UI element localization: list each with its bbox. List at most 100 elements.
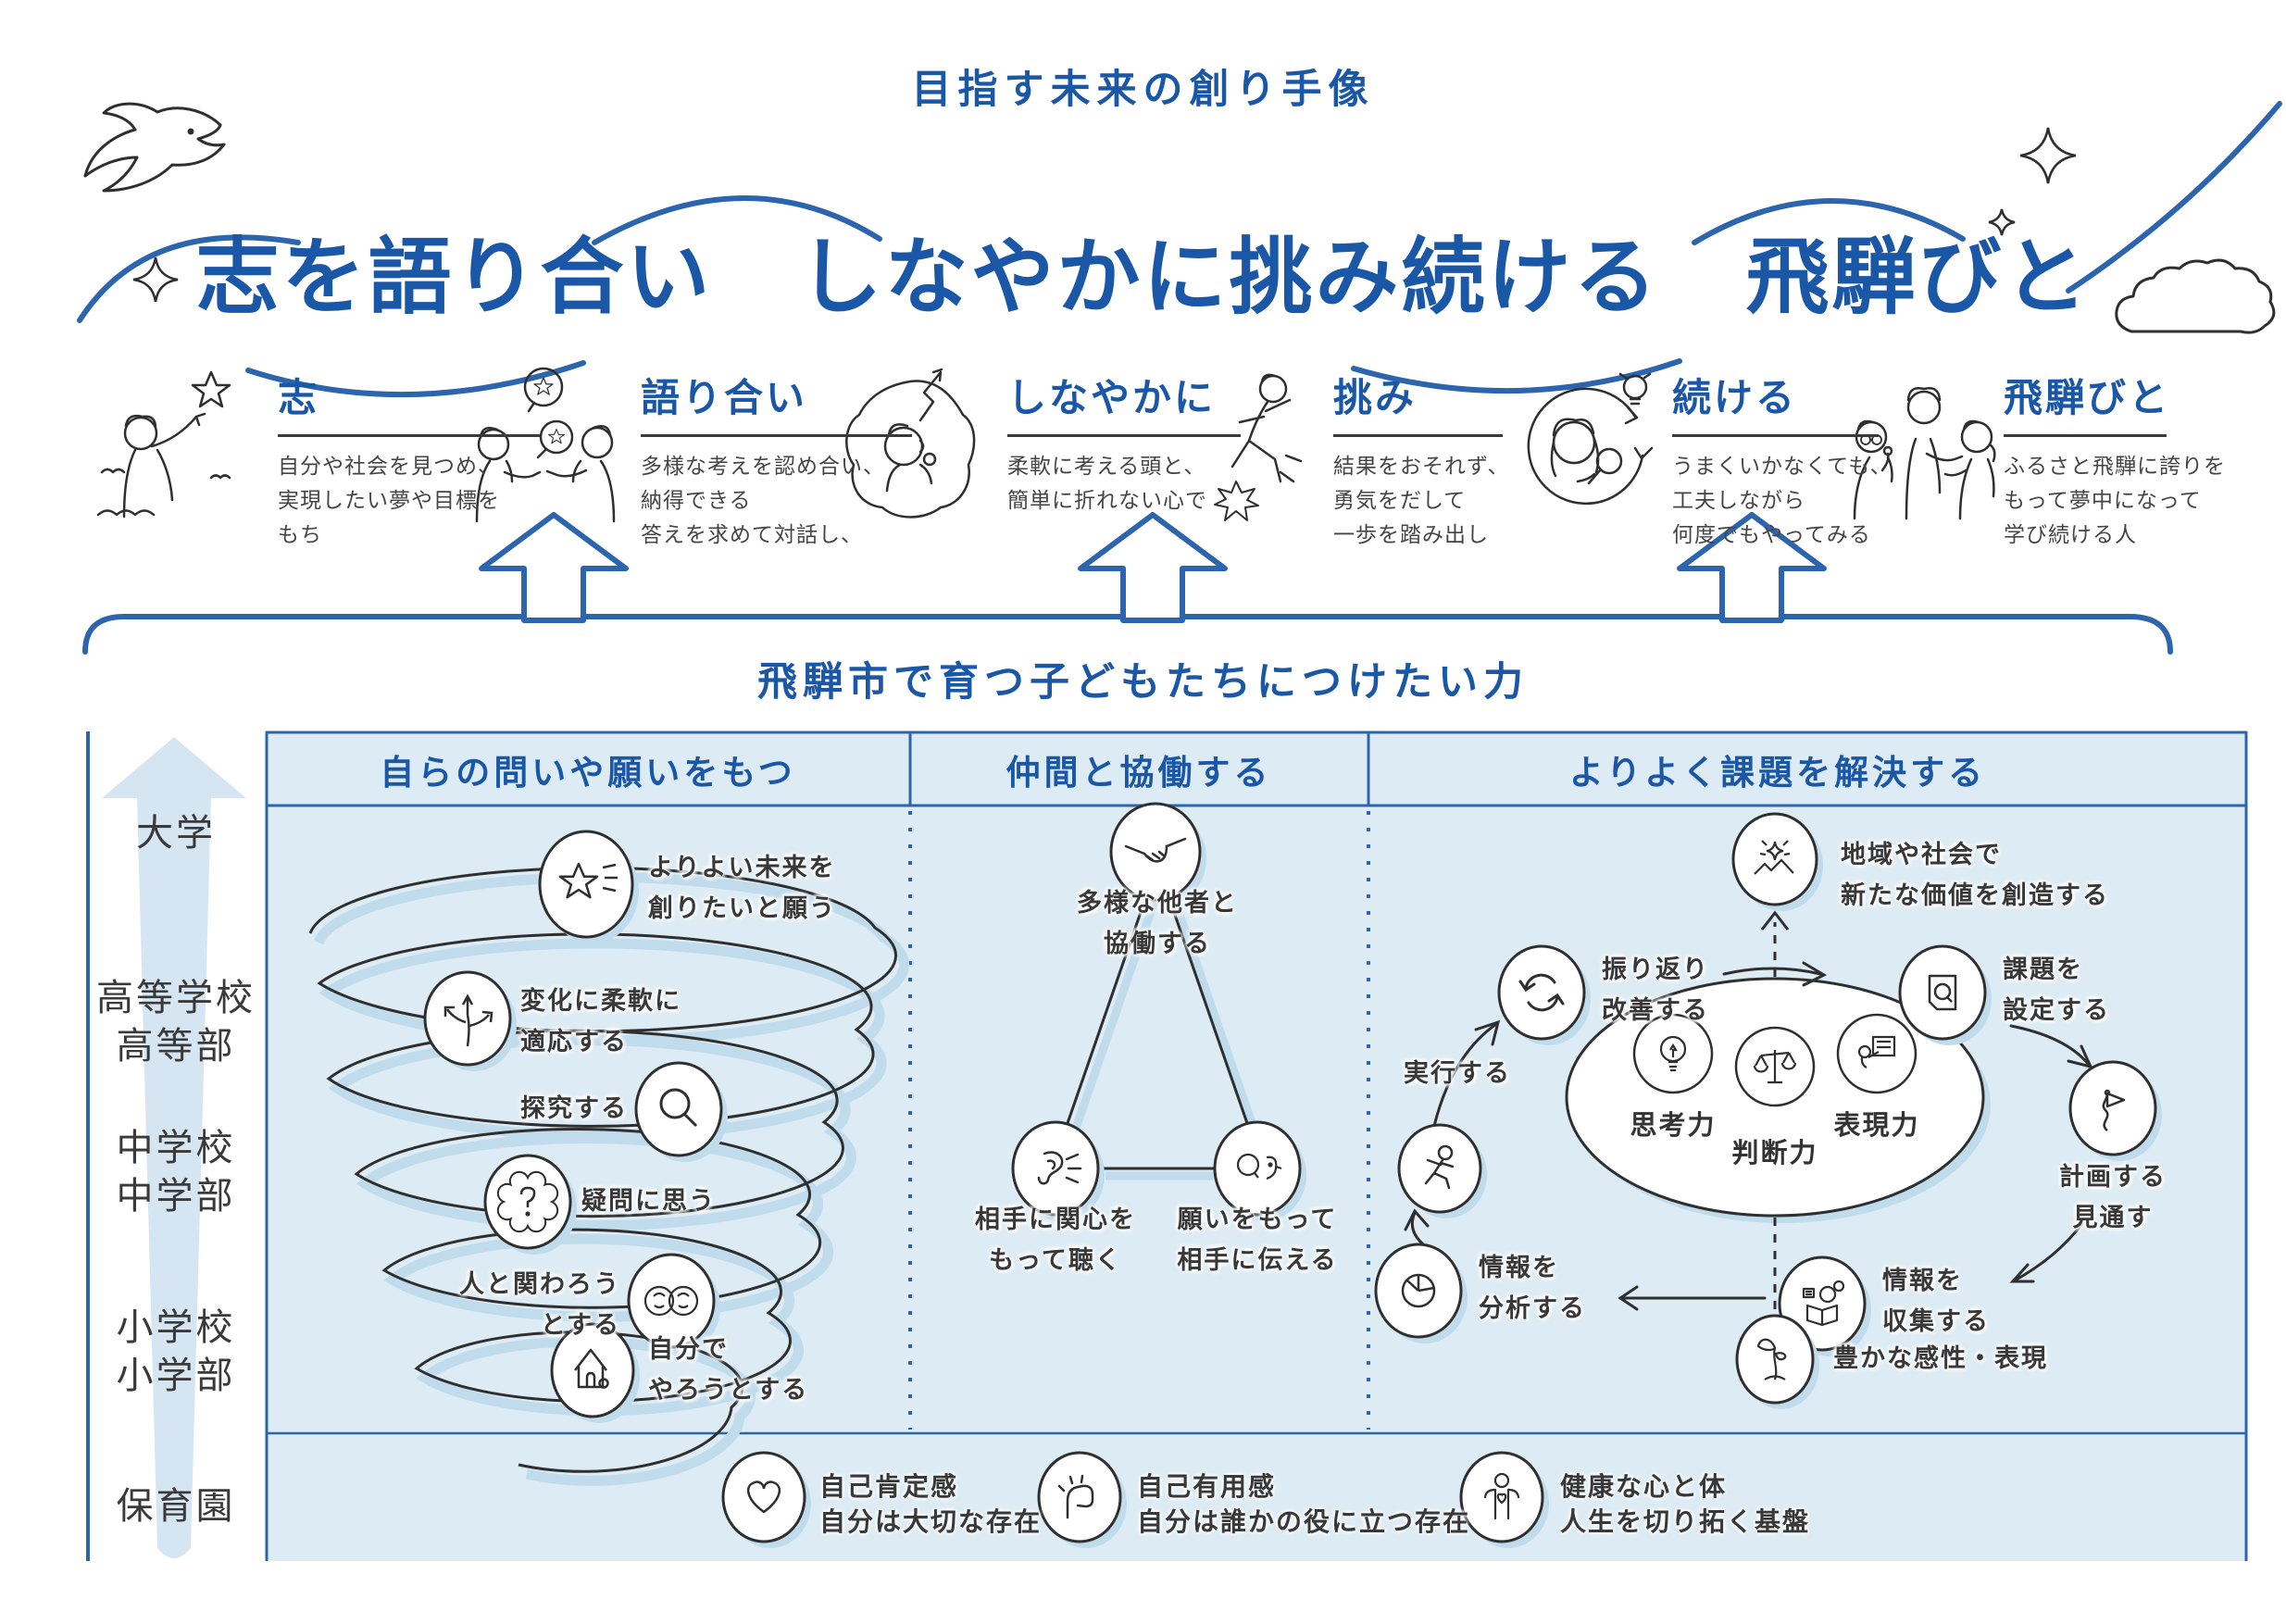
trait-underline xyxy=(2004,434,2167,437)
trait-katariai: 語り合い 多様な考えを認め合い、 納得できる 答えを求めて対話し、 xyxy=(641,367,928,553)
bird-icon xyxy=(83,102,226,193)
question-doc-icon xyxy=(1898,944,1992,1045)
scales-icon xyxy=(1734,1026,1816,1107)
handshake-icon xyxy=(1109,802,1206,906)
node-label: 情報を 収集する xyxy=(1882,1267,1990,1336)
trait-desc: ふるさと飛騨に誇りを もって夢中になって 学び続ける人 xyxy=(2004,455,2226,547)
trait-title: 飛騨びと xyxy=(2004,375,2171,420)
reaching-for-star-illustration xyxy=(96,370,231,518)
stage-university: 大学 xyxy=(136,812,216,855)
nodes xyxy=(423,802,2162,1423)
two-people-icon xyxy=(627,1253,720,1354)
presenter-icon xyxy=(1836,1013,1917,1094)
trait-title: 語り合い xyxy=(641,375,808,420)
node-label: 情報を 分析する xyxy=(1479,1254,1586,1323)
magnifier-icon xyxy=(634,1061,728,1162)
stage-elementary: 小学校 小学部 xyxy=(116,1306,236,1397)
triangle-graphic xyxy=(1065,895,1260,1181)
foundation-desc: 自分は誰かの役に立つ存在 xyxy=(1137,1506,1471,1537)
trait-underline xyxy=(1333,434,1503,437)
node-label: 地域や社会で 新たな価値を創造する xyxy=(1841,841,2109,910)
trait-underline xyxy=(1672,434,1879,437)
node-label: 計画する 見通す xyxy=(2059,1163,2167,1232)
branching-arrows-icon xyxy=(423,970,517,1071)
stage-highschool: 高等学校 高等部 xyxy=(96,977,256,1068)
node-label: 実行する xyxy=(1404,1059,1511,1088)
page-title: 目指す未来の創り手像 xyxy=(911,67,1375,113)
node-label: よりよい未来を 創りたいと願う xyxy=(648,854,836,923)
foundation-title: 健康な心と体 xyxy=(1560,1471,1728,1502)
leaping-person-illustration xyxy=(1214,373,1303,521)
trait-desc: 柔軟に考える頭と、 簡単に折れない心で xyxy=(1007,455,1207,513)
trait-title: 続ける xyxy=(1672,375,1798,420)
trait-title: 挑み xyxy=(1333,375,1418,420)
column-header-solve: よりよく課題を解決する xyxy=(1568,753,1987,793)
sprout-icon xyxy=(1735,1314,1819,1409)
node-label: 相手に関心を もって聴く xyxy=(975,1206,1136,1275)
trait-idomi: 挑み 結果をおそれず、 勇気をだして 一歩を踏み出し xyxy=(1333,367,1620,553)
trait-title: 志 xyxy=(278,375,320,420)
foundation-icons xyxy=(721,1451,1549,1548)
flexible-mind-illustration xyxy=(845,368,976,518)
foundation-title: 自己有用感 xyxy=(1137,1471,1277,1502)
node-label: 豊かな感性・表現 xyxy=(1833,1344,2048,1373)
foundation-desc: 自分は大切な存在 xyxy=(819,1506,1043,1537)
foundation-title: 自己肯定感 xyxy=(819,1471,959,1502)
bulb-icon xyxy=(1632,1013,1714,1094)
cloud-icon xyxy=(2115,258,2276,334)
sparkle-icon xyxy=(132,127,2077,303)
trait-kokorozashi: 志 自分や社会を見つめ、 実現したい夢や目標を もち xyxy=(278,367,565,553)
ear-icon xyxy=(1011,1120,1105,1221)
node-label: 願いをもって 相手に伝える xyxy=(1177,1206,1338,1275)
healthy-body-icon xyxy=(1459,1451,1549,1548)
trait-desc: 多様な考えを認め合い、 納得できる 答えを求めて対話し、 xyxy=(641,455,885,547)
new-value-icon xyxy=(1731,812,1823,911)
node-label: 疑問に思う xyxy=(581,1187,716,1216)
spiral-graphic xyxy=(308,866,910,1486)
node-label: 課題を 設定する xyxy=(2003,956,2110,1025)
node-label: 人と関わろう とする xyxy=(459,1270,620,1340)
pie-chart-icon xyxy=(1374,1243,1468,1343)
trait-hidabito: 飛騨びと ふるさと飛騨に誇りを もって夢中になって 学び続ける人 xyxy=(2004,367,2286,553)
core-label-expression: 表現力 xyxy=(1833,1109,1920,1141)
trait-desc: 自分や社会を見つめ、 実現したい夢や目標を もち xyxy=(278,455,500,547)
flag-icon xyxy=(2068,1060,2162,1161)
two-people-talking-illustration xyxy=(475,367,616,523)
trait-desc: 結果をおそれず、 勇気をだして 一歩を踏み出し xyxy=(1333,455,1510,547)
stage-juniorhigh: 中学校 中学部 xyxy=(116,1127,236,1218)
decorative-arcs xyxy=(77,101,2282,398)
stage-nursery: 保育園 xyxy=(116,1485,236,1528)
foundation-desc: 人生を切り拓く基盤 xyxy=(1560,1506,1811,1537)
trait-title: しなやかに xyxy=(1007,375,1217,420)
shooting-star-icon xyxy=(538,830,639,943)
column-header-questions: 自らの問いや願いをもつ xyxy=(380,753,796,793)
node-label: 多様な他者と 協働する xyxy=(1077,889,1238,958)
up-arrow-icon xyxy=(479,512,1827,623)
cycle-icon xyxy=(1497,944,1591,1045)
runner-icon xyxy=(1397,1123,1487,1218)
bridge-label: 飛騨市で育つ子どもたちにつけたい力 xyxy=(757,659,1529,706)
trait-underline xyxy=(1007,434,1241,437)
node-label: 変化に柔軟に 適応する xyxy=(520,987,681,1056)
bracket-with-arrows xyxy=(82,512,2173,655)
trait-desc: うまくいかなくても、 工夫しながら 何度でもやってみる xyxy=(1672,455,1893,547)
question-icon xyxy=(483,1154,577,1255)
heart-icon xyxy=(721,1451,811,1548)
trait-underline xyxy=(641,434,912,437)
matrix-frame xyxy=(86,731,2248,1561)
trait-shinayakani: しなやかに 柔軟に考える頭と、 簡単に折れない心で xyxy=(1007,367,1294,518)
house-icon xyxy=(550,1322,640,1423)
node-label: 自分で やろうとする xyxy=(648,1335,809,1405)
stage-arrow xyxy=(102,737,246,1558)
keep-trying-illustration xyxy=(1527,372,1654,506)
main-headline: 志を語り合い しなやかに挑み続ける 飛騨びと xyxy=(195,229,2091,326)
trait-underline xyxy=(278,434,540,437)
core-label-thinking: 思考力 xyxy=(1630,1109,1717,1141)
core-label-judgement: 判断力 xyxy=(1731,1137,1818,1168)
node-label: 振り返り 改善する xyxy=(1602,956,1709,1025)
arm-flex-icon xyxy=(1037,1451,1127,1548)
speaking-icon xyxy=(1213,1120,1306,1221)
node-label: 探究する xyxy=(520,1094,628,1123)
